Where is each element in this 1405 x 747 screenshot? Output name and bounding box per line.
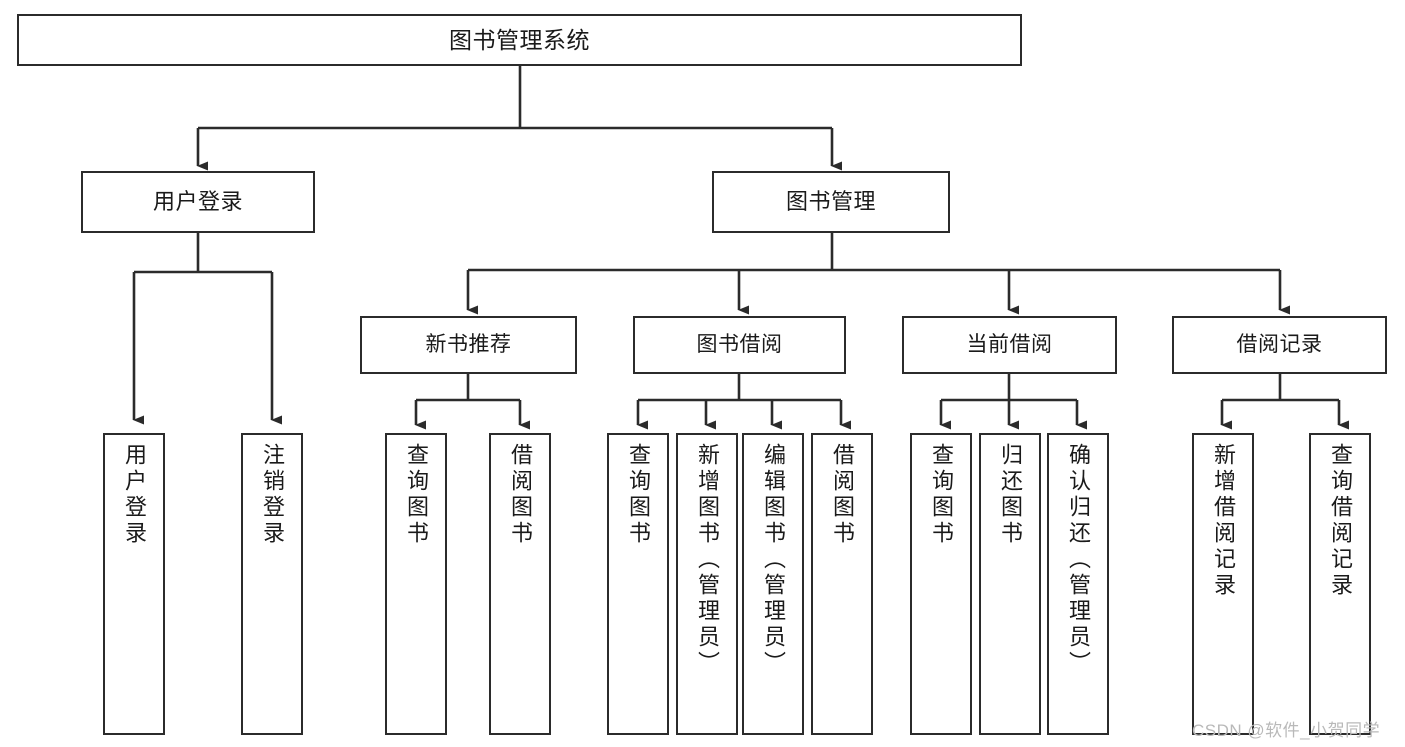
node-root-book-management-system[interactable]: 图书管理系统	[17, 14, 1022, 66]
node-label: 查询图书	[626, 443, 651, 547]
node-label: 注销登录	[260, 443, 285, 547]
node-label: 确认归还（管理员）	[1066, 443, 1091, 677]
node-label: 用户登录	[122, 443, 147, 547]
leaf-record-add-borrow-record[interactable]: 新增借阅记录	[1192, 433, 1254, 735]
node-label: 查询图书	[929, 443, 954, 547]
leaf-borrow-borrow-book[interactable]: 借阅图书	[811, 433, 873, 735]
leaf-borrow-query-book[interactable]: 查询图书	[607, 433, 669, 735]
leaf-new-book-query-book[interactable]: 查询图书	[385, 433, 447, 735]
node-label: 新增借阅记录	[1211, 443, 1236, 599]
node-label: 编辑图书（管理员）	[761, 443, 786, 677]
csdn-watermark: CSDN @软件_小贺同学	[1192, 721, 1381, 740]
node-label: 图书管理	[785, 189, 876, 215]
node-borrow-record[interactable]: 借阅记录	[1172, 316, 1387, 374]
node-label: 查询图书	[404, 443, 429, 547]
node-label: 新书推荐	[425, 332, 512, 356]
node-current-borrow[interactable]: 当前借阅	[902, 316, 1117, 374]
leaf-borrow-edit-book-admin[interactable]: 编辑图书（管理员）	[742, 433, 804, 735]
leaf-current-return-book[interactable]: 归还图书	[979, 433, 1041, 735]
node-label: 借阅图书	[830, 443, 855, 547]
node-label: 借阅图书	[508, 443, 533, 547]
node-label: 归还图书	[998, 443, 1023, 547]
leaf-current-confirm-return-admin[interactable]: 确认归还（管理员）	[1047, 433, 1109, 735]
node-book-management[interactable]: 图书管理	[712, 171, 950, 233]
node-label: 查询借阅记录	[1328, 443, 1353, 599]
node-label: 新增图书（管理员）	[695, 443, 720, 677]
node-label: 图书管理系统	[449, 26, 590, 53]
node-label: 图书借阅	[696, 332, 783, 356]
node-label: 用户登录	[152, 189, 243, 215]
node-book-borrow[interactable]: 图书借阅	[633, 316, 846, 374]
leaf-new-book-borrow-book[interactable]: 借阅图书	[489, 433, 551, 735]
leaf-user-login-login[interactable]: 用户登录	[103, 433, 165, 735]
node-label: 当前借阅	[966, 332, 1053, 356]
node-new-book-recommend[interactable]: 新书推荐	[360, 316, 577, 374]
node-user-login[interactable]: 用户登录	[81, 171, 315, 233]
leaf-record-query-borrow-record[interactable]: 查询借阅记录	[1309, 433, 1371, 735]
node-label: 借阅记录	[1236, 332, 1323, 356]
leaf-current-query-book[interactable]: 查询图书	[910, 433, 972, 735]
leaf-borrow-add-book-admin[interactable]: 新增图书（管理员）	[676, 433, 738, 735]
leaf-user-login-logout[interactable]: 注销登录	[241, 433, 303, 735]
